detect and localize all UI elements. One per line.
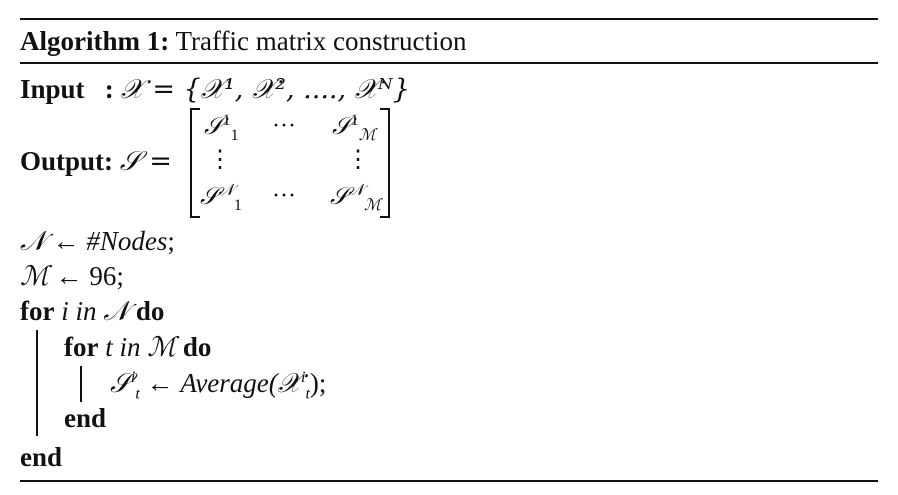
outer-loop-bar xyxy=(36,330,38,436)
var-S: 𝒮 xyxy=(110,368,131,399)
loop-variable-t: t in ℳ xyxy=(105,332,177,362)
algorithm-caption: Algorithm 1: Traffic matrix construction xyxy=(20,28,466,55)
var-N: 𝒩 xyxy=(20,226,46,257)
matrix-cell-r2c1: ⋮ xyxy=(208,147,232,173)
for-keyword: for xyxy=(20,296,55,326)
output-line: Output: 𝒮 = xyxy=(20,146,172,177)
average-function: Average(𝒳 xyxy=(180,368,301,398)
assign-arrow: ← xyxy=(52,226,80,256)
matrix-cell-r1c2: ··· xyxy=(272,113,296,139)
matrix-cell-r2c3: ⋮ xyxy=(346,147,370,173)
algorithm-title: Traffic matrix construction xyxy=(175,26,467,56)
loop-variable-i: i in 𝒩 xyxy=(61,296,130,326)
end-outer: end xyxy=(20,444,62,471)
matrix-cell-r1c3: 𝒮1ℳ xyxy=(332,112,376,144)
inner-loop-bar xyxy=(80,366,82,402)
matrix-cell-r3c3: 𝒮𝒩ℳ xyxy=(330,180,382,214)
end-keyword: end xyxy=(64,403,107,433)
step-m: ℳ ← 96; xyxy=(20,261,124,292)
end-inner: end xyxy=(64,405,106,432)
assignment-line: 𝒮it ← Average(𝒳it); xyxy=(110,368,327,403)
do-keyword: do xyxy=(182,332,212,362)
input-expression: 𝒳 = {𝒳¹, 𝒳², ...., 𝒳ᴺ} xyxy=(120,74,410,105)
m-value: 96; xyxy=(89,261,124,291)
bottom-rule xyxy=(20,480,878,482)
step-nodes: 𝒩 ← #Nodes; xyxy=(20,226,175,257)
for-loop-inner: for t in ℳ do xyxy=(64,334,211,361)
input-line: Input : 𝒳 = {𝒳¹, 𝒳², ...., 𝒳ᴺ} xyxy=(20,74,410,105)
for-keyword: for xyxy=(64,332,99,362)
end-keyword: end xyxy=(20,442,63,472)
top-rule xyxy=(20,18,878,20)
matrix-left-bracket xyxy=(190,108,200,218)
matrix-cell-r3c2: ··· xyxy=(272,183,296,209)
var-M: ℳ xyxy=(20,261,49,292)
algorithm-label: Algorithm 1: xyxy=(20,26,170,56)
caption-rule xyxy=(20,62,878,64)
assign-arrow: ← xyxy=(146,368,174,398)
assign-arrow: ← xyxy=(55,261,83,291)
matrix-right-bracket xyxy=(380,108,390,218)
matrix-cell-r3c1: 𝒮𝒩1 xyxy=(200,180,242,214)
input-colon: : xyxy=(104,74,114,104)
output-keyword: Output: xyxy=(20,146,114,176)
matrix-cell-r1c1: 𝒮11 xyxy=(204,112,239,144)
for-loop-outer: for i in 𝒩 do xyxy=(20,298,164,325)
do-keyword: do xyxy=(135,296,165,326)
output-lhs: 𝒮 = xyxy=(119,146,172,177)
output-matrix: 𝒮11 ··· 𝒮1ℳ ⋮ ⋮ 𝒮𝒩1 ··· 𝒮𝒩ℳ xyxy=(190,108,390,218)
input-keyword: Input xyxy=(20,74,85,104)
nodes-count: #Nodes xyxy=(86,226,168,256)
